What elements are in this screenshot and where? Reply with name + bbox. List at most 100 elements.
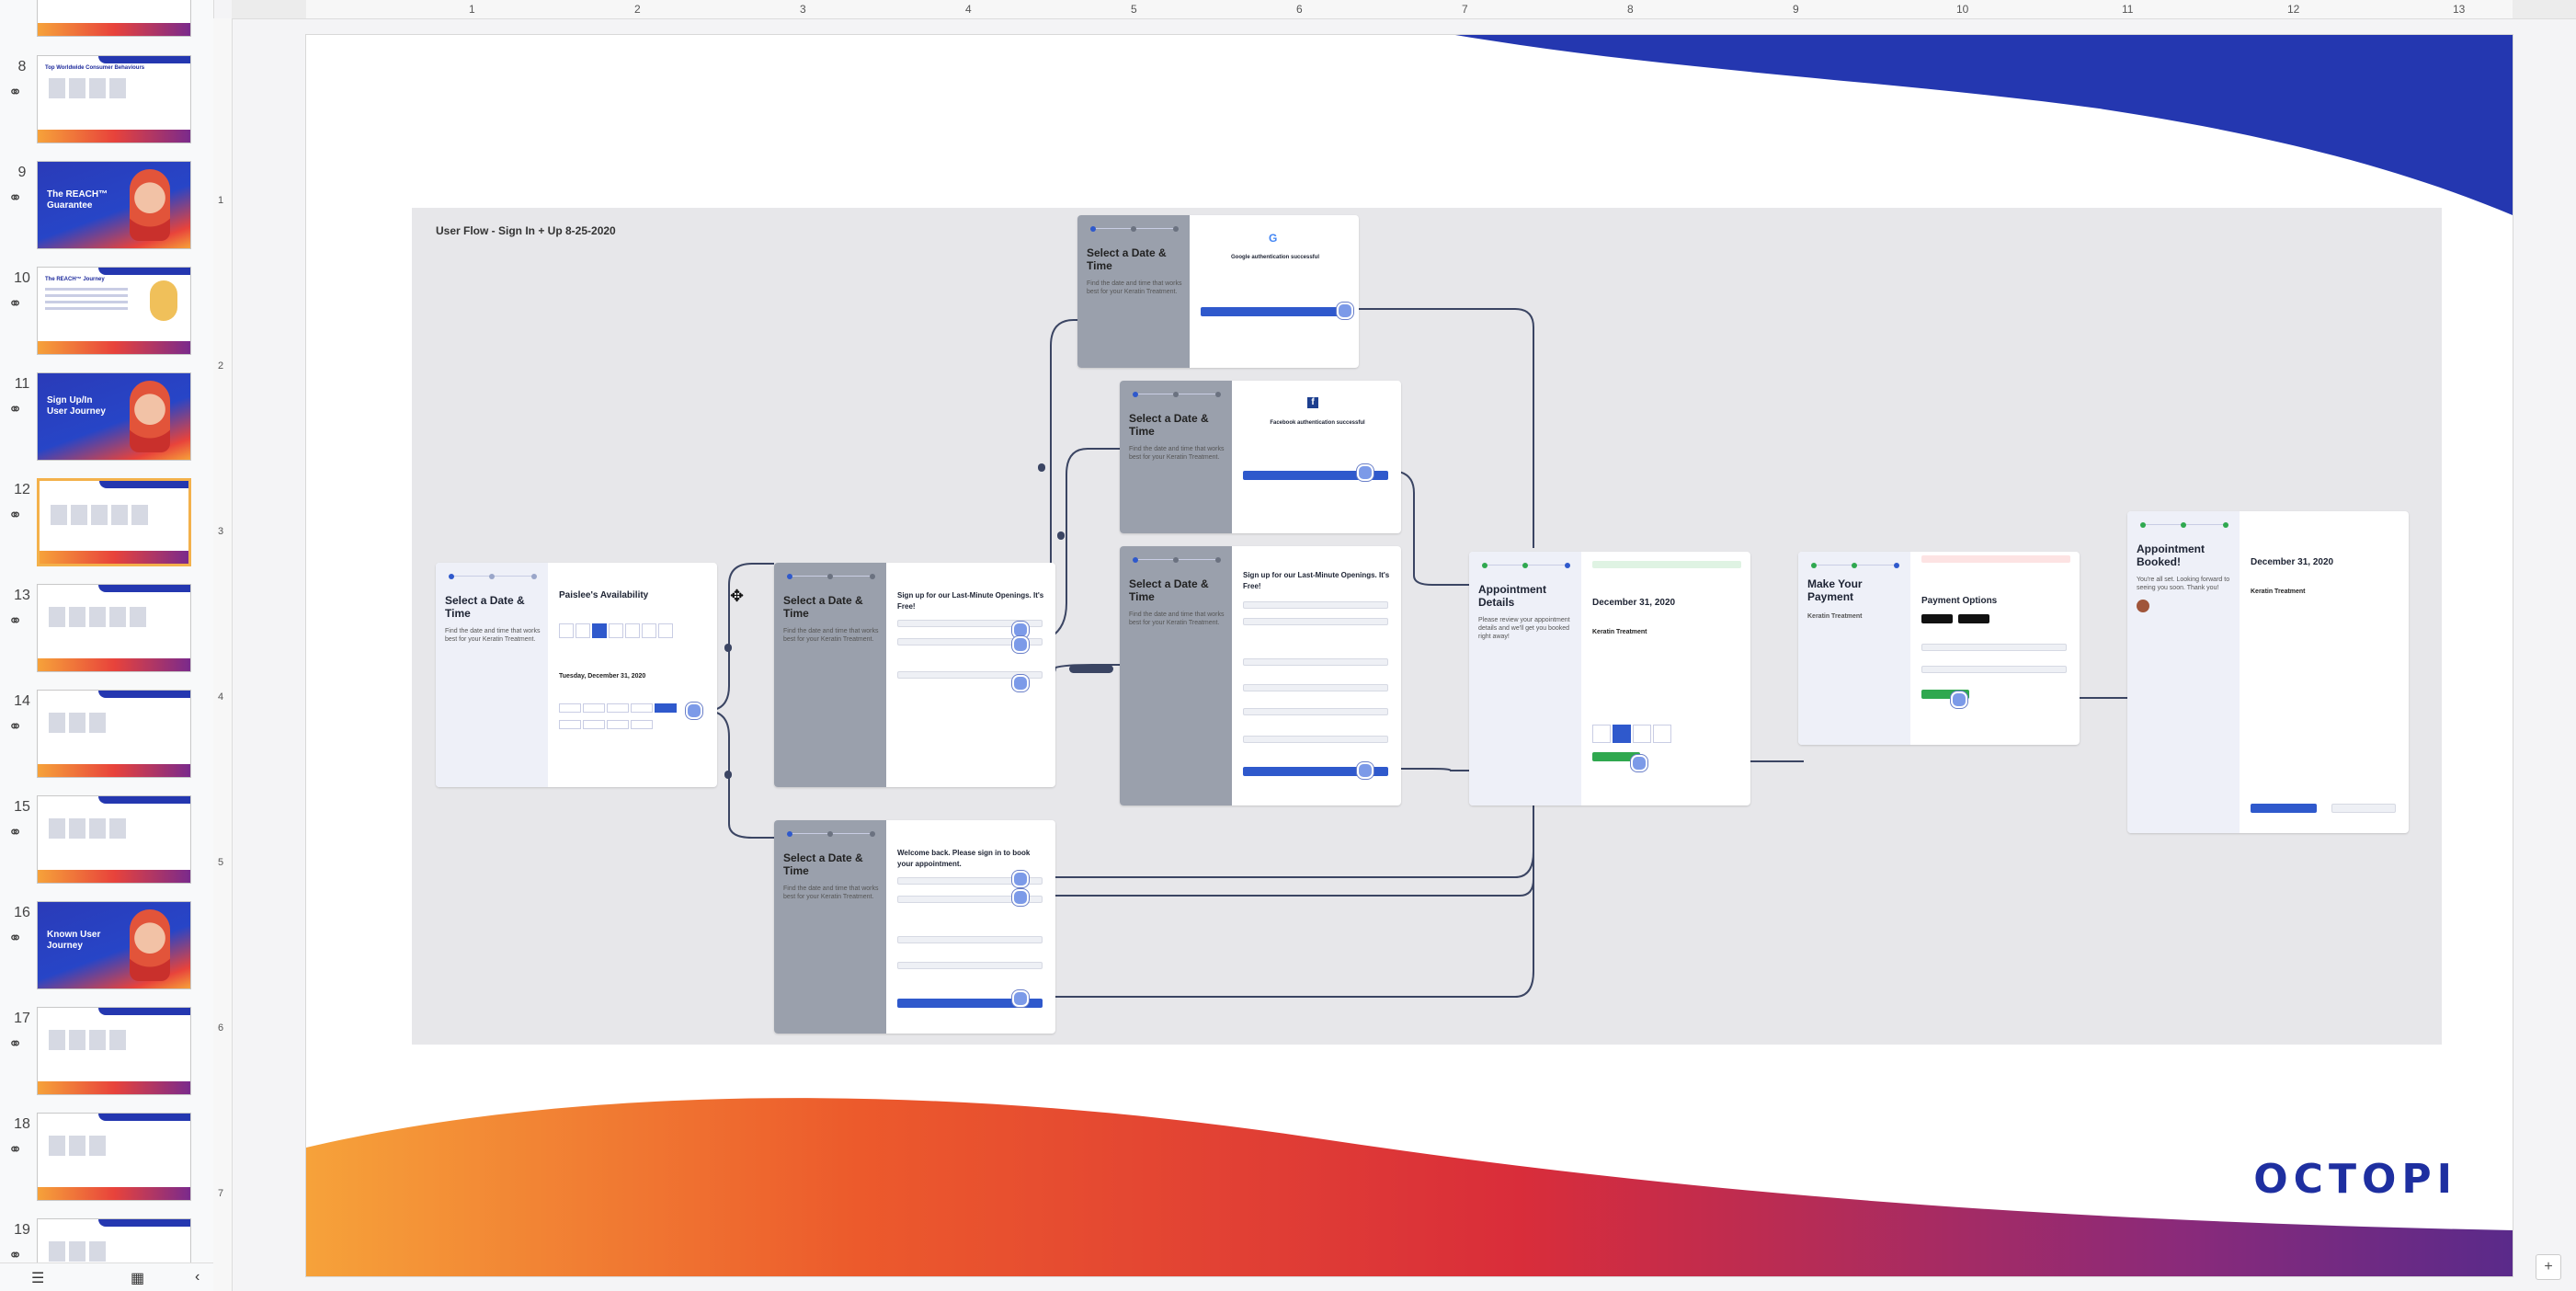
my-account-button[interactable]: [2331, 804, 2396, 813]
flow-connector-node[interactable]: [1012, 675, 1029, 691]
slide-number: 14: [14, 693, 30, 709]
screen-subtitle: Find the date and time that works best f…: [783, 885, 879, 900]
slide-thumbnail[interactable]: The REACH™ Journey: [37, 267, 191, 355]
google-signup-button[interactable]: [897, 620, 1043, 627]
flow-connector-node[interactable]: [1012, 990, 1029, 1007]
explore-icon[interactable]: +: [2536, 1254, 2561, 1280]
facebook-signin-button[interactable]: [897, 896, 1043, 903]
screen-title: Select a Date & Time: [445, 594, 525, 620]
slide-thumbnail[interactable]: Sign Up/In User Journey: [37, 372, 191, 461]
slide-thumb-row[interactable]: 17 ⚭: [0, 1007, 213, 1112]
email-field[interactable]: [1243, 658, 1388, 666]
slide-thumbnail[interactable]: [37, 1113, 191, 1201]
link-icon: ⚭: [8, 506, 23, 524]
card-number-field[interactable]: [1921, 644, 2067, 651]
slide-thumbnail[interactable]: Top Worldwide Consumer Behaviours: [37, 55, 191, 143]
google-signup-button[interactable]: [1243, 601, 1388, 609]
screen-facebook-auth[interactable]: Select a Date & Time Find the date and t…: [1120, 381, 1401, 533]
slide-thumb-row[interactable]: 12 ⚭: [0, 478, 213, 583]
apple-pay-button[interactable]: [1921, 614, 1953, 623]
slide-thumb-row[interactable]: 16 ⚭ Known User Journey: [0, 901, 213, 1006]
sign-up-button[interactable]: [1243, 471, 1388, 480]
date-picker[interactable]: [559, 623, 675, 643]
slide-thumb-row[interactable]: 15 ⚭: [0, 795, 213, 900]
screen-email-sign-up[interactable]: Select a Date & Time Find the date and t…: [1120, 546, 1401, 805]
slide-thumbnail[interactable]: [37, 1007, 191, 1095]
slide-thumb-row[interactable]: 14 ⚭: [0, 690, 213, 794]
appointment-date: December 31, 2020: [1592, 598, 1676, 608]
ruler-mark: 5: [218, 857, 224, 868]
email-signup-button[interactable]: [897, 671, 1043, 679]
flow-connector-node[interactable]: [686, 703, 702, 719]
signin-heading: Welcome back. Please sign in to book you…: [897, 849, 1031, 868]
slide-number: 19: [14, 1222, 30, 1238]
screen-title: Make Your Payment: [1807, 577, 1863, 603]
flow-connector-node[interactable]: [1951, 691, 1967, 708]
sign-in-button[interactable]: [897, 999, 1043, 1008]
google-pay-button[interactable]: [1958, 614, 1989, 623]
slide-thumbnail[interactable]: [37, 584, 191, 672]
slide-thumbnail-selected[interactable]: [37, 478, 191, 566]
slide-thumb-row[interactable]: [0, 0, 213, 53]
portrait-image: [130, 909, 170, 981]
link-icon: ⚭: [8, 294, 23, 313]
time-slots[interactable]: [559, 701, 678, 717]
slide-thumb-row[interactable]: 11 ⚭ Sign Up/In User Journey: [0, 372, 213, 477]
flow-connector-node[interactable]: [1337, 303, 1353, 319]
flow-connector-node[interactable]: [1357, 464, 1373, 481]
grid-view-icon[interactable]: ▦: [131, 1271, 145, 1286]
list-view-icon[interactable]: ☰: [31, 1271, 45, 1286]
slide-canvas[interactable]: User Flow - Sign In + Up 8-25-2020: [306, 35, 2513, 1276]
ruler-mark: 10: [1956, 3, 1969, 16]
slide-number: 17: [14, 1011, 30, 1026]
slide-thumb-row[interactable]: 18 ⚭: [0, 1113, 213, 1217]
pay-button[interactable]: [1921, 690, 1969, 699]
chevron-left-icon[interactable]: ‹: [195, 1269, 200, 1285]
slide-number: 13: [14, 588, 30, 603]
slide-thumb-row[interactable]: 8 ⚭ Top Worldwide Consumer Behaviours: [0, 55, 213, 160]
slide-thumbnail[interactable]: The REACH™ Guarantee: [37, 161, 191, 249]
first-name-field[interactable]: [1243, 684, 1388, 691]
screen-subtitle: Find the date and time that works best f…: [1129, 611, 1225, 626]
ruler-mark: 6: [1296, 3, 1303, 16]
facebook-signup-button[interactable]: [897, 638, 1043, 646]
password-field[interactable]: [897, 962, 1043, 969]
thumbnail-title: Top Worldwide Consumer Behaviours: [45, 65, 145, 71]
user-flow-diagram[interactable]: User Flow - Sign In + Up 8-25-2020: [412, 208, 2442, 1045]
screen-google-auth[interactable]: Select a Date & Time Find the date and t…: [1077, 215, 1359, 368]
last-name-field[interactable]: [1243, 708, 1388, 715]
ruler-mark: 4: [965, 3, 972, 16]
slide-thumbnail[interactable]: Known User Journey: [37, 901, 191, 989]
slide-thumbnail[interactable]: [37, 795, 191, 884]
screen-availability[interactable]: Select a Date & Time Find the date and t…: [436, 563, 717, 787]
card-expiry-field[interactable]: [1921, 666, 2067, 673]
slide-number: 9: [17, 165, 27, 180]
link-icon: ⚭: [8, 189, 23, 207]
slide-thumb-row[interactable]: 9 ⚭ The REACH™ Guarantee: [0, 161, 213, 266]
sign-up-button[interactable]: [1201, 307, 1346, 316]
screen-sign-up[interactable]: Select a Date & Time Find the date and t…: [774, 563, 1055, 787]
flow-connector-node[interactable]: [1012, 636, 1029, 653]
password-field[interactable]: [1243, 736, 1388, 743]
slide-thumb-row[interactable]: 13 ⚭: [0, 584, 213, 689]
facebook-signup-button[interactable]: [1243, 618, 1388, 625]
service-name: Keratin Treatment: [2251, 588, 2306, 595]
google-signin-button[interactable]: [897, 877, 1043, 885]
screen-booking-confirmed[interactable]: Appointment Booked! You're all set. Look…: [2127, 511, 2409, 833]
flow-connector-node[interactable]: [1357, 762, 1373, 779]
sign-up-button[interactable]: [1243, 767, 1388, 776]
flow-connector-node[interactable]: [1012, 889, 1029, 906]
email-field[interactable]: [897, 936, 1043, 943]
screen-sign-in[interactable]: Select a Date & Time Find the date and t…: [774, 820, 1055, 1034]
flow-connector-node[interactable]: [1012, 871, 1029, 887]
ruler-mark: 12: [2287, 3, 2300, 16]
filmstrip-toolbar: ☰ ▦ ‹: [0, 1262, 213, 1291]
book-another-button[interactable]: [2251, 804, 2317, 813]
slide-thumbnail[interactable]: [37, 0, 191, 37]
flow-connector-node[interactable]: [1631, 755, 1647, 771]
screen-payment[interactable]: Make Your Payment Keratin Treatment Paym…: [1798, 552, 2080, 745]
book-now-button[interactable]: [1592, 752, 1640, 761]
screen-appointment-details[interactable]: Appointment Details Please review your a…: [1469, 552, 1750, 805]
slide-thumb-row[interactable]: 10 ⚭ The REACH™ Journey: [0, 267, 213, 371]
slide-thumbnail[interactable]: [37, 690, 191, 778]
